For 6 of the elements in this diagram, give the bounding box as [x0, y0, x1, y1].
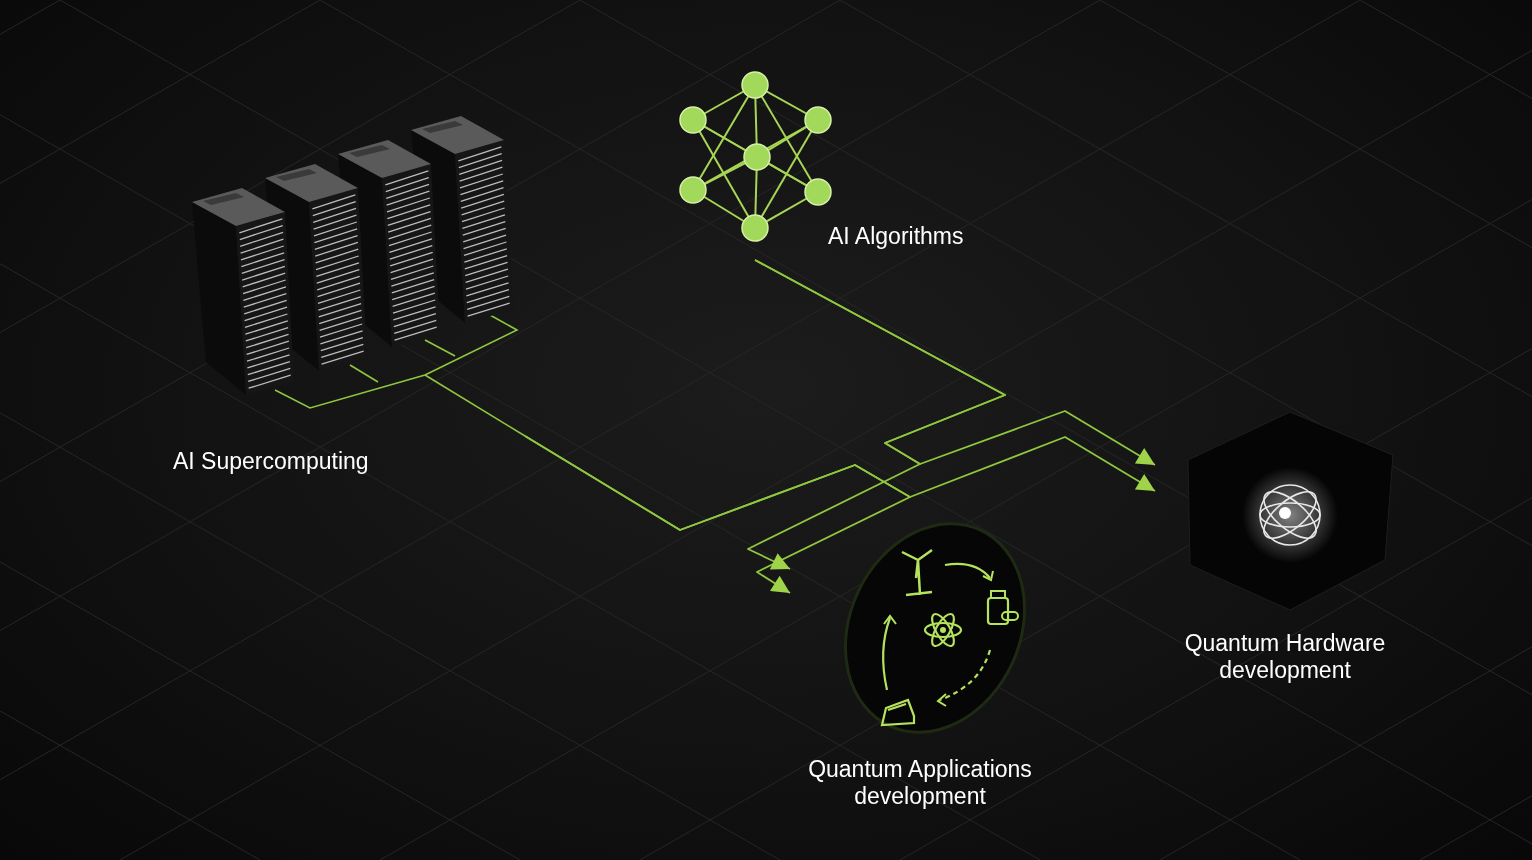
- node-label: AI Supercomputing: [173, 448, 370, 475]
- connector-arrow: [754, 259, 1156, 466]
- node-label: AI Algorithms: [828, 223, 965, 250]
- node-label: Quantum Hardware development: [1183, 630, 1387, 684]
- node-label: Quantum Applications development: [807, 756, 1033, 810]
- connector-arrow: [524, 435, 1156, 531]
